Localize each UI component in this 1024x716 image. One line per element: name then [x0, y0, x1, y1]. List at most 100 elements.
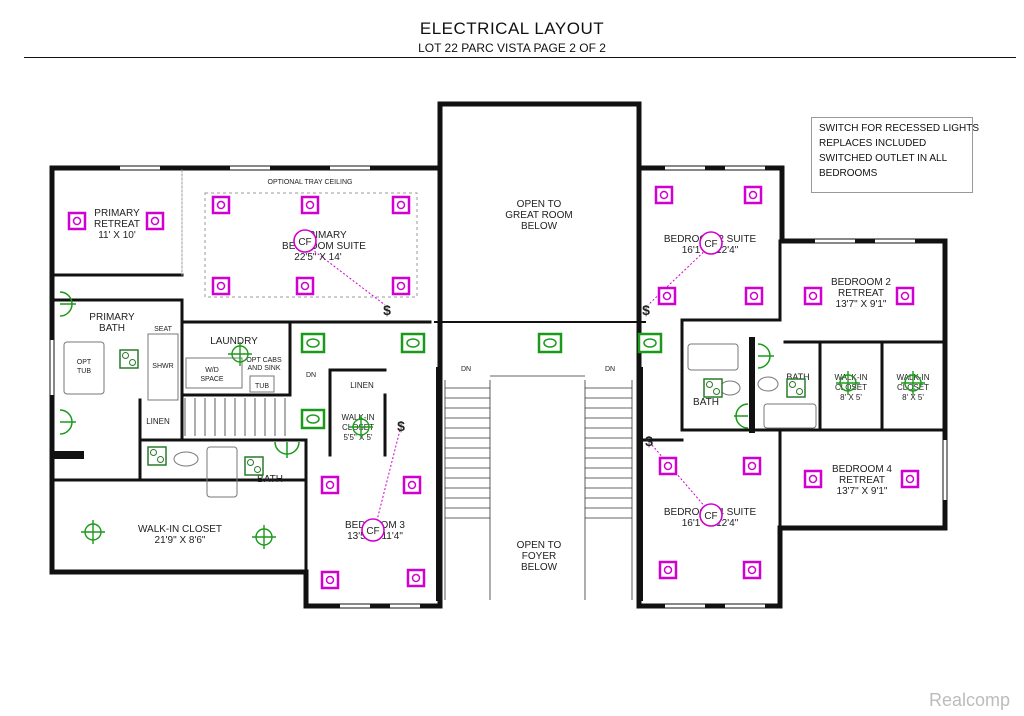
recessed-light-icon — [742, 560, 762, 580]
ceiling-fans: CF CF CF CF — [293, 229, 723, 542]
recessed-light-icon — [742, 456, 762, 476]
note-line: BEDROOMS — [819, 168, 878, 179]
exhaust-fan-icon — [703, 378, 723, 398]
vanity-light-icon — [274, 441, 300, 458]
room-label: BATH — [257, 474, 283, 485]
room-label: RETREAT — [94, 219, 140, 230]
room-label: BATH — [786, 372, 809, 382]
recessed-light-icon — [744, 286, 764, 306]
room-label: SEAT — [154, 326, 172, 333]
stair-label: DN — [306, 372, 316, 379]
room-label: BELOW — [521, 562, 558, 573]
recessed-light-icon — [743, 185, 763, 205]
ceiling-light-icon — [400, 332, 426, 354]
room-label: LAUNDRY — [210, 336, 258, 347]
ceiling-fan-label: CF — [704, 239, 717, 250]
switch-note: SWITCH FOR RECESSED LIGHTS REPLACES INCL… — [811, 117, 980, 193]
recessed-light-icon — [295, 276, 315, 296]
room-label: BEDROOM 4 — [832, 464, 892, 475]
plumbing-fixtures — [63, 333, 817, 498]
recessed-light-icon — [658, 560, 678, 580]
recessed-light-icon — [402, 475, 422, 495]
recessed-light-icon — [391, 195, 411, 215]
exhaust-fan-icon — [244, 456, 264, 476]
title-rule — [24, 57, 1016, 58]
room-dimension: 8' X 5' — [902, 393, 924, 402]
room-label: SPACE — [200, 376, 224, 383]
exhaust-fan-icon — [147, 446, 167, 466]
room-label: RETREAT — [838, 288, 884, 299]
recessed-light-icon — [654, 185, 674, 205]
room-label: OPEN TO — [517, 540, 562, 551]
diagram-title: ELECTRICAL LAYOUT — [419, 19, 605, 38]
room-label: CLOSET — [835, 383, 867, 392]
ceiling-fan-icon: CF — [699, 503, 723, 527]
room-label: PRIMARY — [94, 208, 140, 219]
room-label: BEDROOM 2 — [831, 277, 891, 288]
room-dimension: 21'9" X 8'6" — [155, 535, 206, 546]
room-dimension: 8' X 5' — [840, 393, 862, 402]
room-label: BELOW — [521, 221, 558, 232]
room-label: LINEN — [146, 417, 170, 426]
ceiling-fan-icon: CF — [293, 229, 317, 253]
vanity-light-icon — [757, 343, 774, 369]
switch-icon: $ — [383, 302, 391, 318]
recessed-light-icon — [803, 469, 823, 489]
vanity-lights — [59, 291, 774, 458]
switch-icon: $ — [645, 433, 653, 449]
room-label: OPT CABS — [246, 357, 282, 364]
tray-ceiling-label: OPTIONAL TRAY CEILING — [268, 179, 353, 186]
diagram-subtitle: LOT 22 PARC VISTA PAGE 2 OF 2 — [418, 41, 606, 55]
recessed-light-icon — [406, 568, 426, 588]
windows — [50, 166, 947, 608]
room-label: TUB — [255, 383, 269, 390]
room-label: AND SINK — [247, 365, 280, 372]
room-dimension: 13'7" X 9'1" — [836, 299, 887, 310]
room-dimension: 5'5" X 5' — [343, 433, 372, 442]
room-label: PRIMARY — [301, 230, 347, 241]
stair-label: DN — [461, 366, 471, 373]
stair-label: DN — [605, 366, 615, 373]
note-line: SWITCHED OUTLET IN ALL — [819, 153, 948, 164]
note-line: REPLACES INCLUDED — [819, 138, 927, 149]
recessed-light-icon — [391, 276, 411, 296]
recessed-light-icon — [211, 195, 231, 215]
recessed-light-icon — [211, 276, 231, 296]
ceiling-fan-label: CF — [366, 526, 379, 537]
ceiling-fan-label: CF — [704, 511, 717, 522]
switch-icon: $ — [642, 302, 650, 318]
room-label: WALK-IN — [341, 413, 374, 422]
realcomp-watermark: Realcomp — [928, 690, 1010, 710]
room-label: BATH — [99, 323, 125, 334]
vanity-light-icon — [59, 291, 76, 317]
room-label: LINEN — [350, 381, 374, 390]
recessed-light-icon — [300, 195, 320, 215]
recessed-light-icon — [320, 475, 340, 495]
room-dimension: 13'7" X 9'1" — [837, 486, 888, 497]
ceiling-light-icon — [637, 332, 663, 354]
stairs — [184, 375, 633, 600]
room-label: WALK-IN — [834, 373, 867, 382]
recessed-light-icon — [803, 286, 823, 306]
room-label: WALK-IN CLOSET — [138, 524, 222, 535]
room-dimension: 22'5" X 14' — [294, 252, 341, 263]
recessed-light-icon — [657, 286, 677, 306]
room-dimension: 11' X 10' — [98, 230, 136, 241]
room-label: RETREAT — [839, 475, 885, 486]
room-label: OPT — [77, 359, 92, 366]
ceiling-light-icon — [537, 332, 563, 354]
room-label: W/D — [205, 367, 219, 374]
room-label: OPEN TO — [517, 199, 562, 210]
ceiling-fixture-icon — [80, 519, 106, 545]
tray-ceiling-outline — [204, 192, 418, 298]
room-label: TUB — [77, 368, 91, 375]
note-line: SWITCH FOR RECESSED LIGHTS — [819, 123, 980, 134]
recessed-light-icon — [67, 211, 87, 231]
ceiling-fan-icon: CF — [699, 231, 723, 255]
room-label: GREAT ROOM — [505, 210, 572, 221]
recessed-light-icon — [895, 286, 915, 306]
exhaust-fan-icon — [786, 378, 806, 398]
room-label: FOYER — [522, 551, 556, 562]
vanity-light-icon — [734, 403, 749, 429]
